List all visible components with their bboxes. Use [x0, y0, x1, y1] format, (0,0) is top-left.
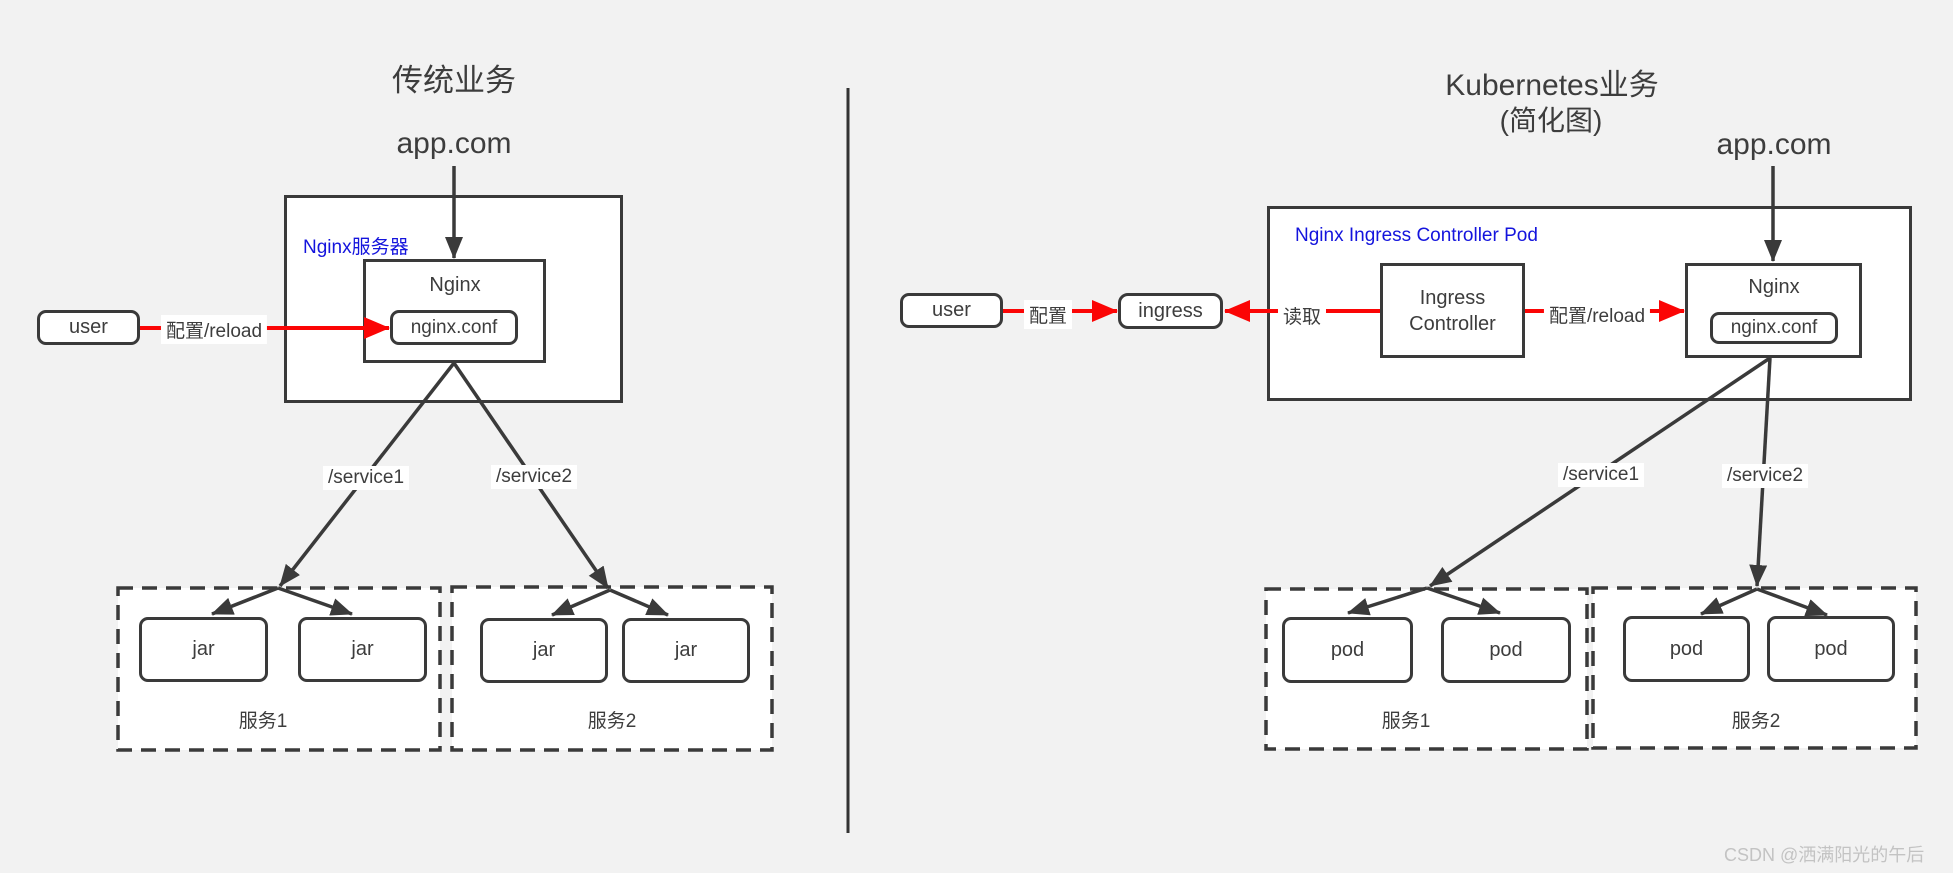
right-pod-box-4: pod	[1767, 616, 1895, 682]
right-ingress-label: ingress	[1138, 299, 1203, 322]
right-subtitle: (简化图)	[1499, 105, 1603, 136]
right-user-label: user	[932, 299, 971, 321]
right-pod-box-3: pod	[1623, 616, 1750, 682]
left-fan-service1-jar1-arrow	[211, 586, 279, 616]
left-domain-label: app.com	[396, 127, 512, 160]
right-nginx-conf-label: nginx.conf	[1730, 317, 1818, 338]
left-nginx-conf-label: nginx.conf	[410, 316, 498, 338]
left-service2-path-label: /service2	[490, 465, 578, 489]
right-nginx-conf-box: nginx.conf	[1710, 312, 1838, 344]
right-ingress-controller-box: Ingress Controller	[1380, 263, 1525, 358]
right-fan-service1-pod2-arrow	[1426, 586, 1501, 615]
right-ingress-pod-label: Nginx Ingress Controller Pod	[1295, 225, 1538, 246]
right-fan-service2-pod4-arrow	[1756, 587, 1828, 617]
left-jar-label-1: jar	[192, 638, 215, 660]
right-ingress-controller-label: Ingress Controller	[1409, 286, 1496, 335]
right-service2-name: 服务2	[1731, 711, 1781, 732]
left-jar-label-3: jar	[532, 639, 556, 661]
left-user-label: user	[69, 316, 108, 338]
left-title: 传统业务	[392, 63, 516, 98]
right-pod-label-2: pod	[1489, 638, 1523, 661]
right-user-box: user	[900, 293, 1003, 328]
right-service2-path-label: /service2	[1721, 464, 1809, 488]
left-fan-service2-jar3-arrow	[551, 588, 611, 617]
right-config-reload-label: 配置/reload	[1543, 300, 1651, 329]
right-service1-name: 服务1	[1381, 711, 1431, 732]
left-jar-box-3: jar	[480, 618, 608, 683]
left-service1-name: 服务1	[238, 711, 288, 732]
csdn-watermark: CSDN @洒满阳光的午后	[1724, 845, 1925, 865]
left-fan-service1-jar2-arrow	[277, 586, 353, 616]
right-pod-label-4: pod	[1814, 637, 1848, 660]
left-fan-service2-jar4-arrow	[609, 588, 669, 617]
right-nginx-label: Nginx	[1748, 276, 1800, 298]
right-read-label: 读取	[1277, 301, 1327, 330]
right-pod-box-2: pod	[1441, 617, 1571, 683]
right-config-label: 配置	[1023, 300, 1073, 329]
right-fan-service1-pod1-arrow	[1347, 586, 1428, 616]
left-user-box: user	[37, 310, 140, 345]
right-domain-label: app.com	[1716, 128, 1832, 161]
right-fan-service2-pod3-arrow	[1700, 587, 1758, 616]
right-service1-path-label: /service1	[1557, 463, 1645, 487]
left-nginx-server-label: Nginx服务器	[303, 237, 409, 258]
left-config-reload-label: 配置/reload	[160, 315, 268, 344]
left-service1-path-label: /service1	[322, 466, 410, 490]
left-jar-box-1: jar	[139, 617, 268, 682]
left-nginx-conf-box: nginx.conf	[390, 310, 518, 345]
right-ingress-box: ingress	[1118, 293, 1223, 329]
left-service2-name: 服务2	[587, 711, 637, 732]
left-jar-label-4: jar	[674, 639, 698, 661]
right-pod-label-3: pod	[1669, 637, 1704, 660]
left-jar-box-4: jar	[622, 618, 750, 683]
left-jar-label-2: jar	[351, 638, 374, 660]
right-pod-label-1: pod	[1330, 638, 1365, 661]
right-title: Kubernetes业务	[1445, 69, 1659, 102]
left-jar-box-2: jar	[298, 617, 427, 682]
right-pod-box-1: pod	[1282, 617, 1413, 683]
left-nginx-label: Nginx	[429, 274, 481, 296]
